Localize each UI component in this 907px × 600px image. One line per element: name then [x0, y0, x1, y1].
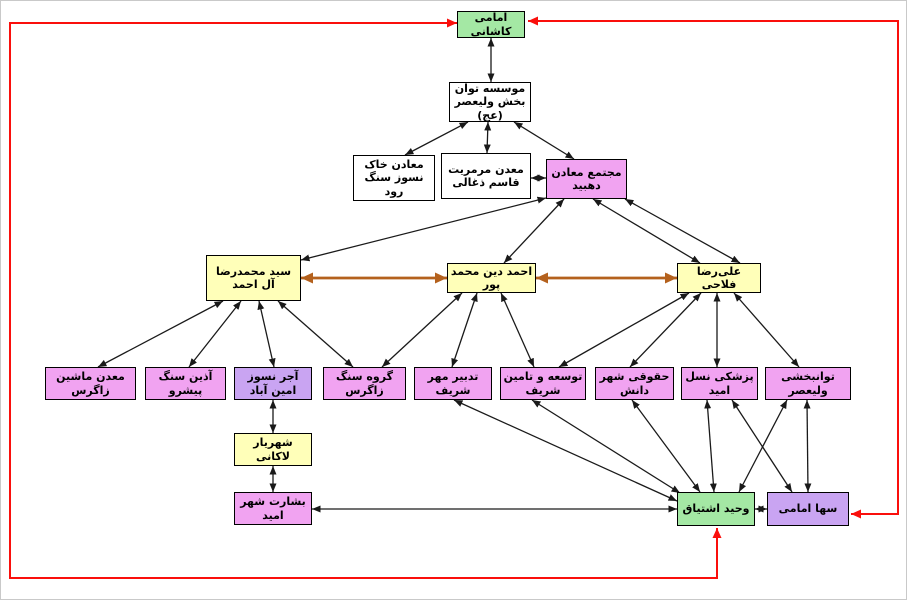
node-madan-marmarit-ghasem-zoghali: معدن مرمریت قاسم ذغالی [441, 153, 531, 199]
node-mojtame-maaden-dehbid: مجتمع معادن دهبید [546, 159, 627, 199]
node-moassese-tavanbakhsh-valiasr: موسسه توان بخش ولیعصر (عج) [449, 82, 531, 122]
edge-emami-kashani--vahid-eshtiagh [9, 18, 722, 579]
node-tadbir-mehr-sharif: تدبیر مهر شریف [414, 367, 492, 400]
node-azin-sang-pishro: آذین سنگ پیشرو [145, 367, 226, 400]
edge-saha-emami--emami-kashani [528, 16, 899, 519]
node-emami-kashani: امامی کاشانی [457, 11, 525, 38]
node-seyed-mohammadreza-al-ahmad: سید محمدرضا آل احمد [206, 255, 301, 301]
node-alireza-fallahi: علی‌رضا فلاحی [677, 263, 761, 293]
node-vahid-eshtiagh: وحید اشتیاق [677, 492, 755, 526]
edge-seyed-mohammadreza-al-ahmad--gorooh-sang-zagros [277, 300, 354, 368]
node-ajor-nasuz-aminabad: آجر نسوز امین آباد [234, 367, 312, 400]
node-besharat-shahr-omid: بشارت شهر امید [234, 492, 312, 525]
node-pezeshki-nasl-omid: پزشکی نسل امید [681, 367, 758, 400]
node-saha-emami: سها امامی [767, 492, 849, 526]
edge-seyed-mohammadreza-al-ahmad--azin-sang-pishro [188, 300, 242, 368]
node-tosee-tamin-sharif: توسعه و تامین شریف [500, 367, 586, 400]
node-gorooh-sang-zagros: گروه سنگ زاگرس [323, 367, 406, 400]
node-shahriar-lakani: شهریار لاکانی [234, 433, 312, 466]
node-madan-mashin-zagros: معدن ماشین زاگرس [45, 367, 136, 400]
node-hoghooghi-shahr-danesh: حقوقی شهر دانش [595, 367, 674, 400]
node-maaden-khak-nasuz-sangrood: معادن خاک نسوز سنگ رود [353, 155, 435, 201]
node-ahmad-din-mohammad-pour: احمد دین محمد پور [447, 263, 536, 293]
node-tavanbakhshi-valiasr: توانبخشی ولیعصر [765, 367, 851, 400]
edge-seyed-mohammadreza-al-ahmad--ajor-nasuz-aminabad [257, 300, 276, 368]
